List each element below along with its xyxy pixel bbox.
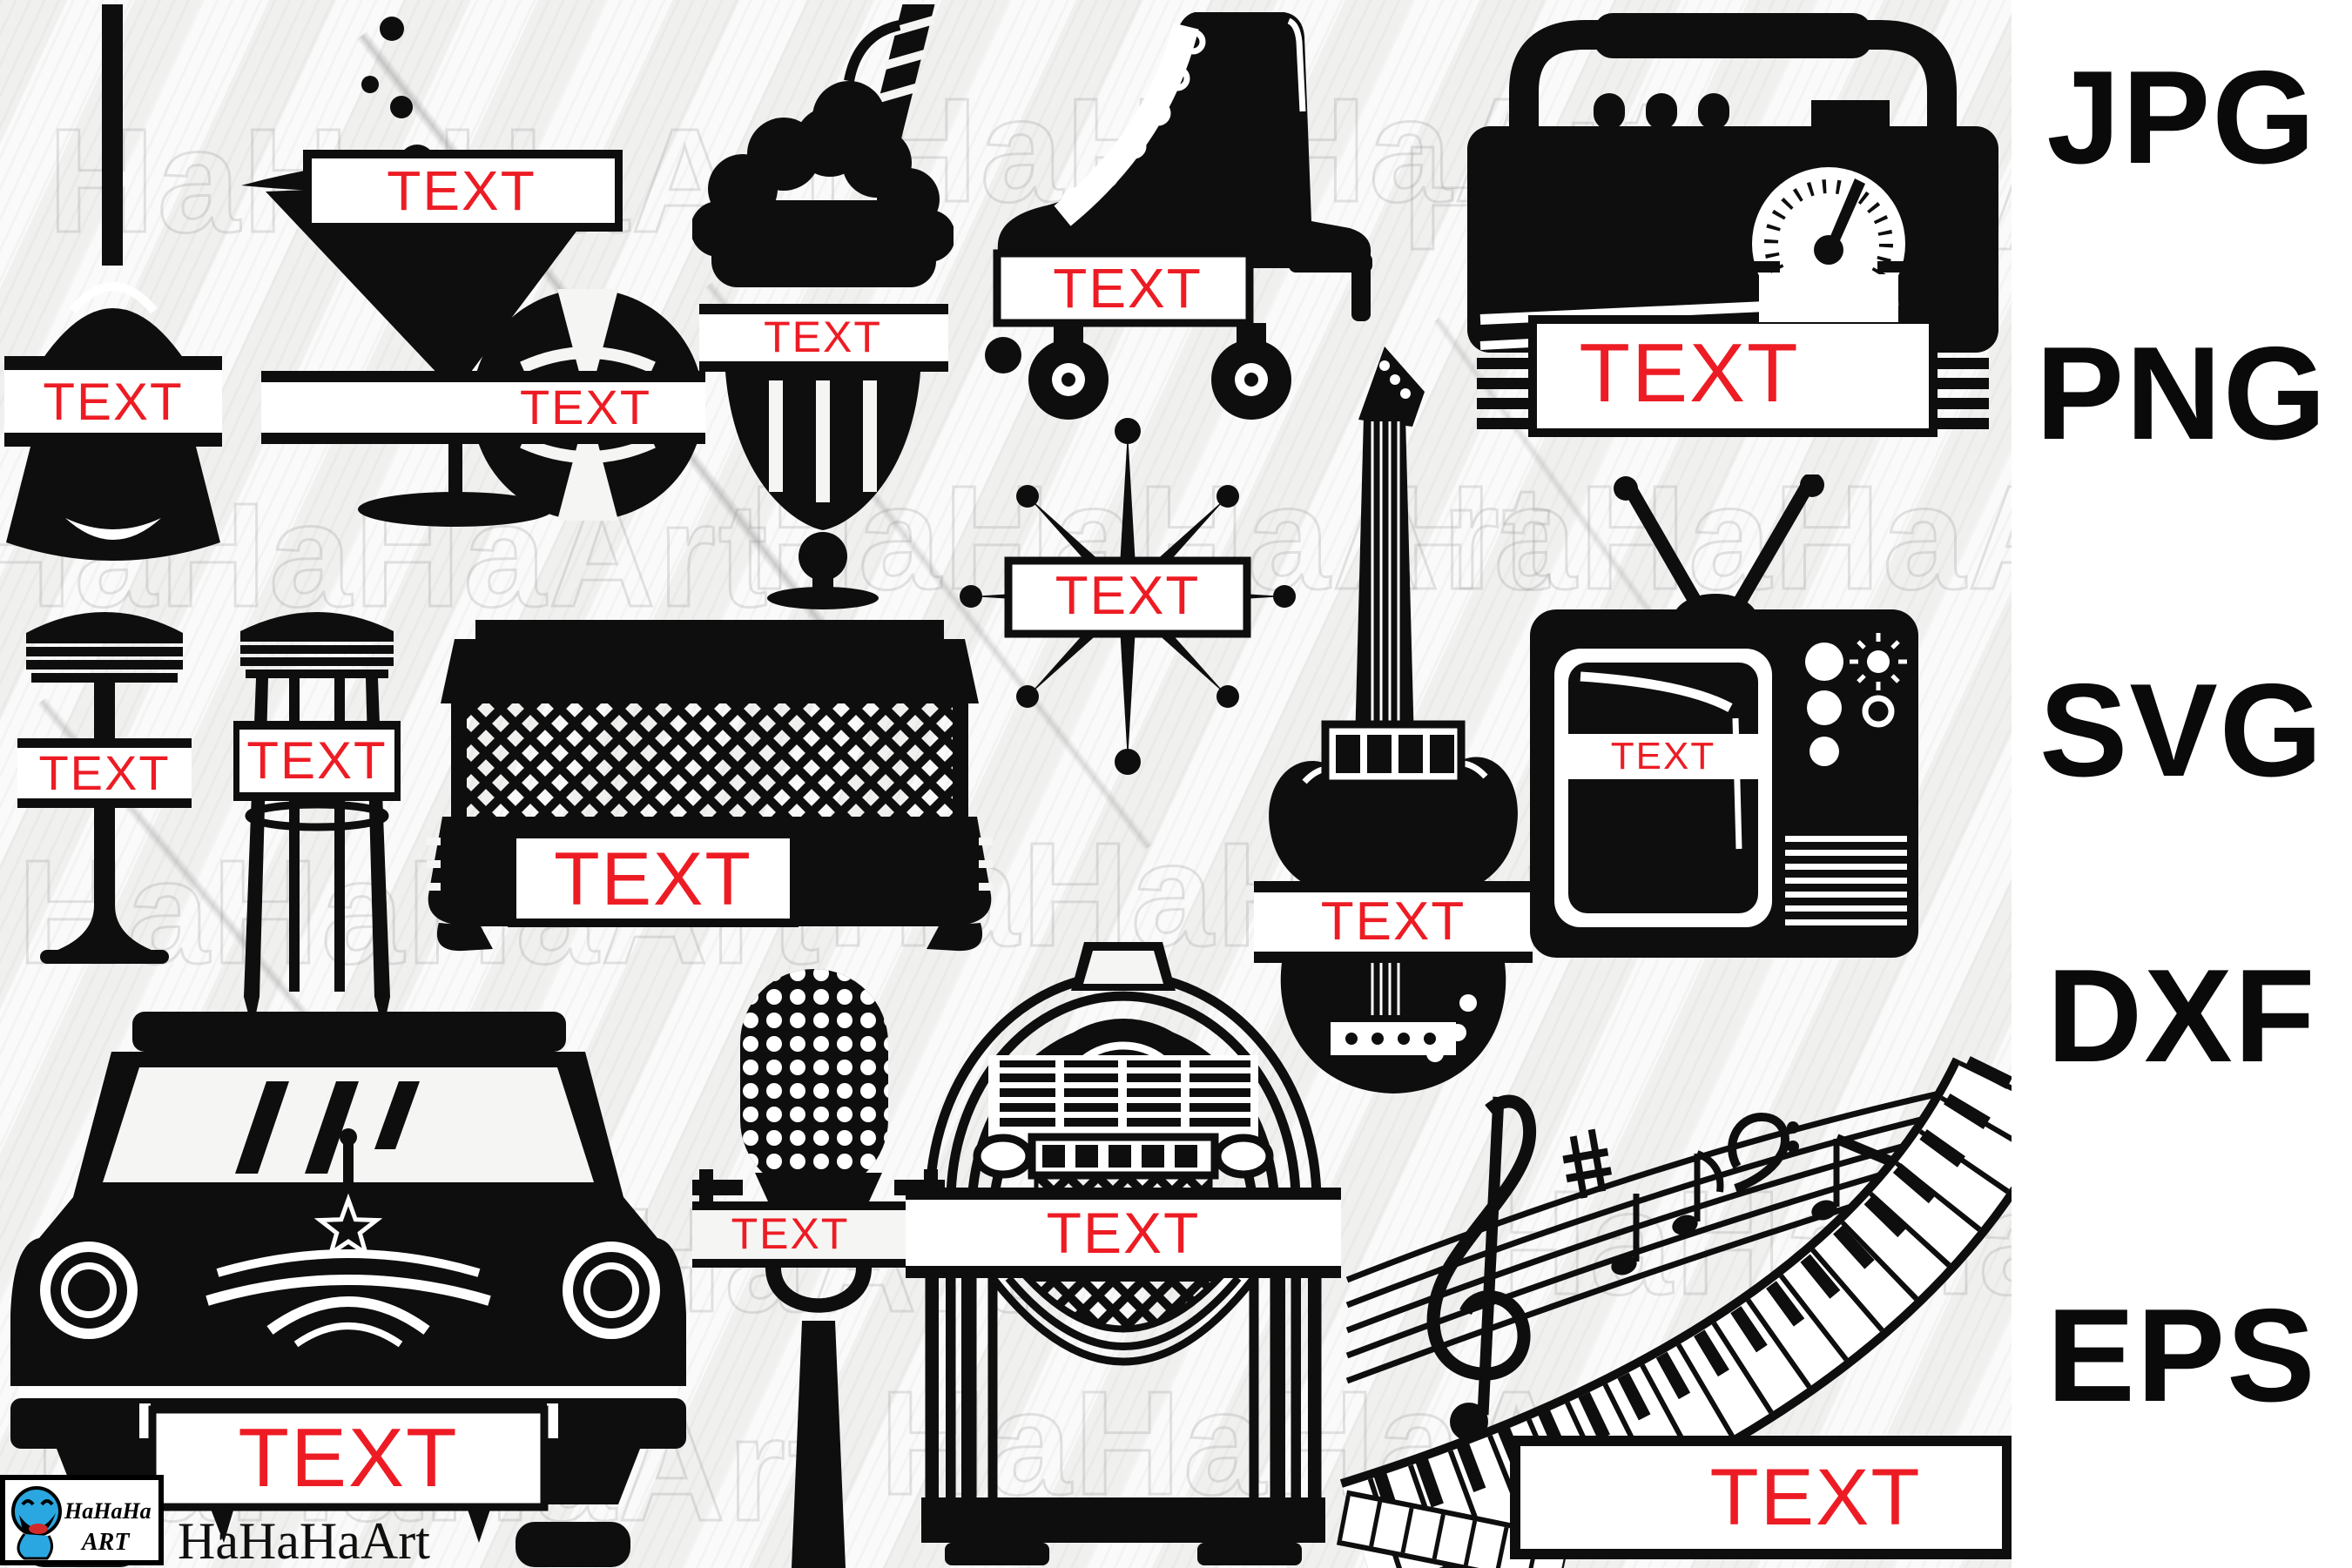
text-placeholder: TEXT [1610,735,1716,777]
diner-stool-pedestal-monogram: TEXT [17,596,192,979]
format-label-eps: EPS [2046,1282,2317,1430]
ice-cream-sundae-monogram: TEXT [692,4,954,609]
format-label-dxf: DXF [2046,942,2317,1090]
electric-guitar-monogram: TEXT [1254,341,1533,1100]
vinyl-record-monogram: TEXT [261,287,705,575]
pendant-bell-silhouette [4,4,222,561]
format-label-svg: SVG [2039,656,2324,804]
portable-radio-monogram: TEXT [1463,13,2003,440]
roller-skate-monogram: TEXT [984,7,1376,425]
vinyl-record-silhouette [261,289,705,521]
retro-tv-silhouette [1530,474,1918,958]
text-placeholder: TEXT [238,1411,459,1504]
text-placeholder: TEXT [1053,257,1203,320]
text-placeholder: TEXT [1320,892,1466,952]
text-placeholder: TEXT [519,380,652,434]
pendant-bell-monogram: TEXT [4,4,222,570]
atomic-starburst-silhouette [960,418,1296,775]
format-label-jpg: JPG [2046,44,2317,192]
martini-glass-monogram: TEXT [231,4,623,544]
text-placeholder: TEXT [43,373,184,431]
text-placeholder: TEXT [1046,1201,1201,1265]
ice-cream-sundae-silhouette [692,4,954,609]
jukebox-monogram: TEXT [906,940,1341,1568]
logo-text-line2: ART [80,1529,131,1556]
electric-guitar-silhouette [1254,347,1533,1094]
laughing-mascot-icon: HaHaHa ART [11,1486,152,1560]
music-notes-piano-silhouette [1337,1056,2012,1568]
music-notes-piano-monogram: TEXT [1337,1006,2012,1568]
diner-stool-four-leg-monogram: TEXT [233,596,401,1032]
diner-stool-four-leg-silhouette [233,612,401,1030]
formats-panel: JPG PNG SVG DXF EPS [2012,0,2352,1568]
art-board: HaHaHaArt HaHaHaArt HaHaHaArt HaHaHaArt … [0,0,2012,1568]
text-placeholder: TEXT [1709,1453,1922,1542]
text-placeholder: TEXT [1579,326,1800,420]
text-placeholder: TEXT [731,1209,850,1258]
diner-stool-pedestal-silhouette [17,612,192,964]
diner-counter-monogram: TEXT [427,620,993,986]
retro-microphone-monogram: TEXT [692,962,945,1568]
format-label-png: PNG [2035,320,2328,468]
logo-text-line1: HaHaHa [64,1498,152,1524]
jukebox-silhouette [906,942,1341,1565]
text-placeholder: TEXT [1055,566,1201,626]
text-placeholder: TEXT [764,313,882,361]
atomic-starburst-monogram: TEXT [958,392,1297,810]
retro-tv-monogram: TEXT [1528,474,1920,962]
brand-name: HaHaHaArt [178,1512,430,1568]
martini-glass-silhouette [241,17,623,527]
portable-radio-silhouette [1467,13,1998,437]
retro-microphone-silhouette [692,969,945,1568]
diner-counter-silhouette [427,620,993,952]
text-placeholder: TEXT [38,745,171,800]
text-placeholder: TEXT [554,838,752,921]
text-placeholder: TEXT [246,731,388,790]
brand-logo: HaHaHa ART [0,1475,164,1565]
roller-skate-silhouette [985,12,1372,420]
text-placeholder: TEXT [387,159,536,222]
